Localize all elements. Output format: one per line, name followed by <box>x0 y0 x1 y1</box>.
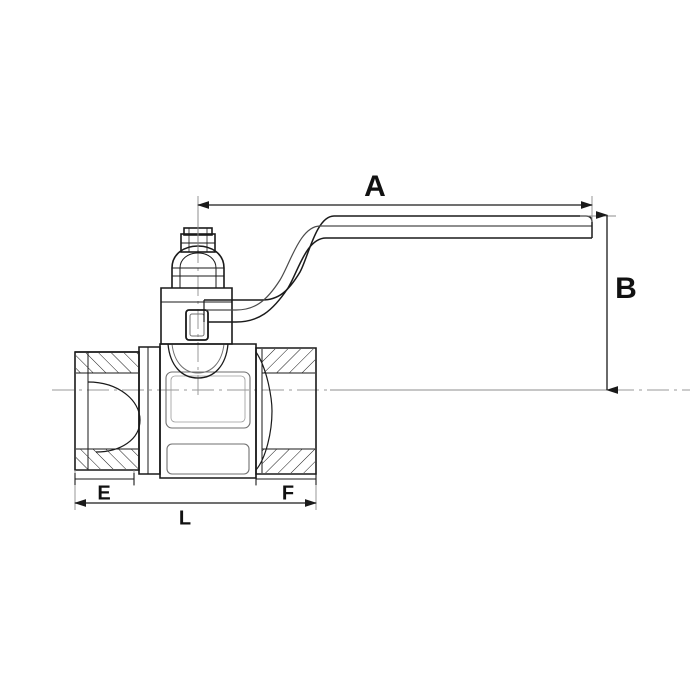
lever-handle <box>203 215 593 323</box>
inlet-hex <box>74 351 140 471</box>
dimension-label-l: L <box>179 507 191 529</box>
dimension-b: B <box>596 211 637 394</box>
outlet-nut <box>255 347 317 475</box>
body-center <box>159 343 257 479</box>
dimension-label-e: E <box>97 482 110 504</box>
dimension-e: E <box>74 473 135 504</box>
bonnet-block <box>160 287 233 345</box>
dimension-label-b: B <box>615 272 637 305</box>
valve-body <box>74 215 593 479</box>
dimension-label-a: A <box>364 170 386 203</box>
extension-lines <box>74 196 616 510</box>
stop-pin <box>185 309 209 341</box>
dimension-label-f: F <box>282 482 294 504</box>
dimension-l: L <box>74 499 317 529</box>
dimension-f: F <box>255 473 317 504</box>
dimension-a: A <box>197 170 593 209</box>
